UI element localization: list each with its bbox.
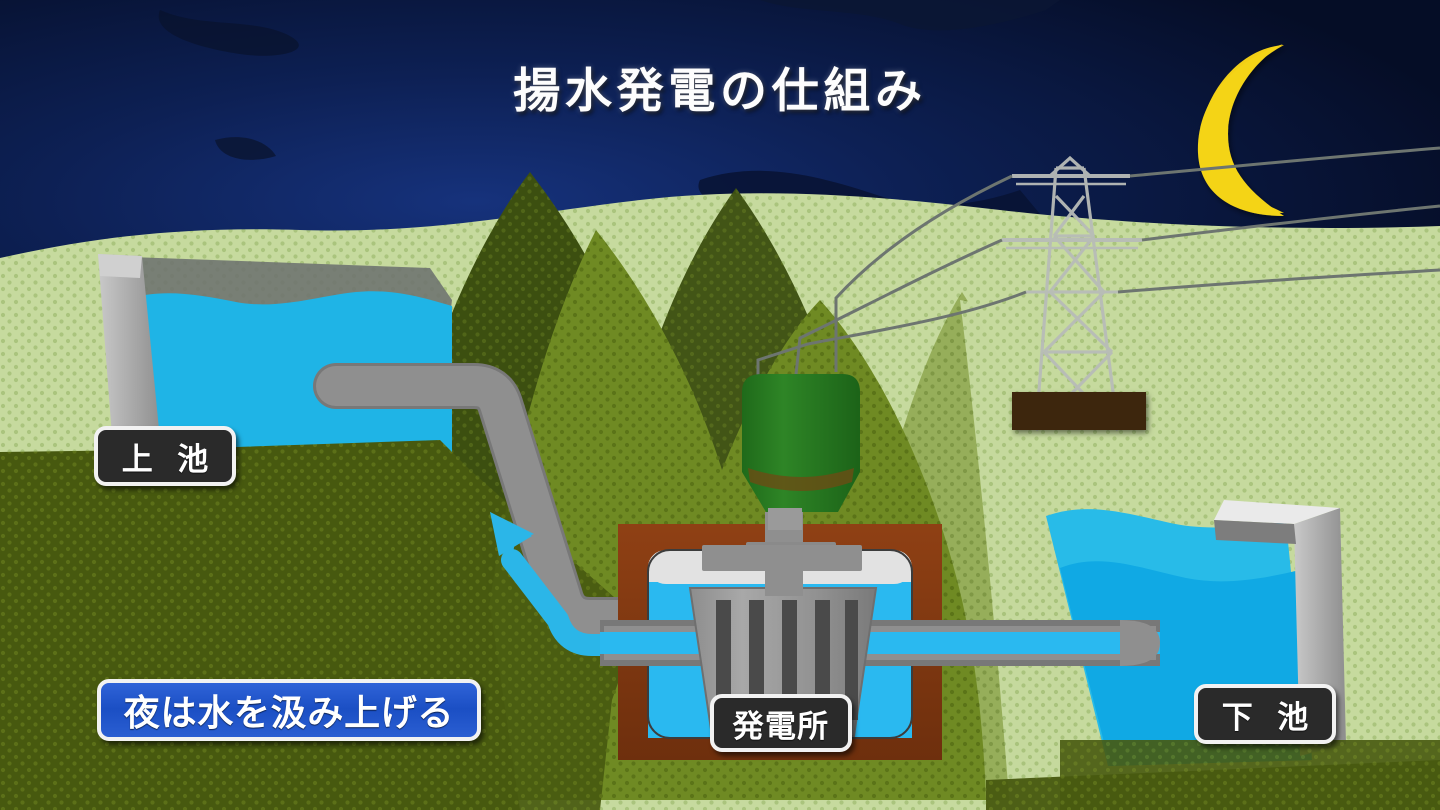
water-flow-up-arrow-icon (490, 512, 663, 656)
penstock-pipe (313, 363, 675, 643)
upper-dam-wall (98, 254, 162, 462)
lower-reservoir-label: 下 池 (1194, 684, 1336, 744)
upper-reservoir-label: 上 池 (94, 426, 236, 486)
foreground-ground-right2 (986, 760, 1440, 810)
power-lines (756, 146, 1440, 376)
caption-banner: 夜は水を汲み上げる (97, 679, 481, 741)
power-plant-label: 発電所 (710, 694, 852, 752)
cloud-shape (158, 10, 299, 56)
transmission-tower-icon (1002, 155, 1142, 432)
substation-base (1012, 392, 1146, 430)
cloud-shape (215, 137, 276, 160)
page-title: 揚水発電の仕組み (513, 64, 927, 119)
upper-reservoir-water (124, 291, 452, 462)
cloud-shape (760, 0, 1060, 31)
crescent-moon-icon (1197, 44, 1284, 216)
tailrace-pipe (600, 620, 1160, 666)
generator-icon (742, 374, 860, 530)
